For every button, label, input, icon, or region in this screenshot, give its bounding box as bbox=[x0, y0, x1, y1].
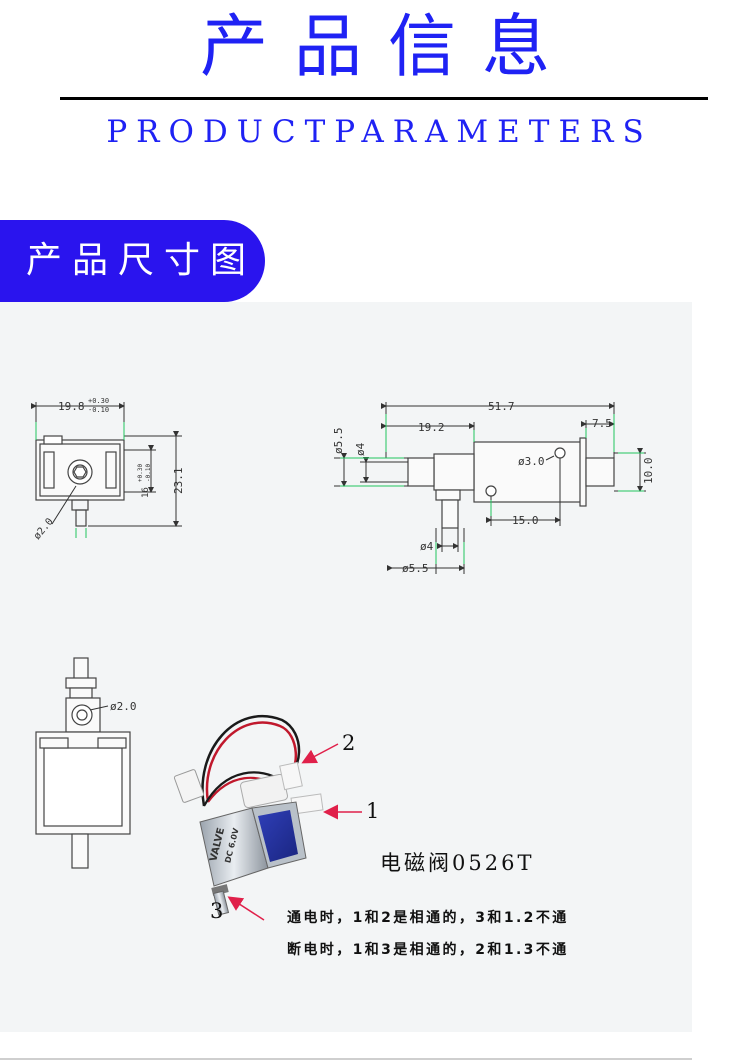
dim-width-tol-lower: -0.10 bbox=[88, 406, 109, 414]
dim-port-outer-dia: ø5.5 bbox=[332, 428, 345, 455]
page-title: 产品信息 bbox=[199, 8, 576, 87]
dim-bottom-port-outer: ø5.5 bbox=[402, 562, 429, 575]
dim-length-port: 19.2 bbox=[418, 421, 445, 434]
dim-port-dia-bottom: ø2.0 bbox=[110, 700, 137, 713]
valve-photo: VALVE DC 6.0V bbox=[173, 714, 324, 916]
dim-bottom-port-inner: ø4 bbox=[420, 540, 434, 553]
title-divider bbox=[60, 97, 708, 100]
dim-height-total: 23.1 bbox=[172, 468, 185, 495]
section-tab bbox=[0, 220, 265, 302]
dim-hole-spacing: 15.0 bbox=[512, 514, 539, 527]
dim-inner-tol-lower: -0.10 bbox=[145, 464, 152, 482]
product-name: 电磁阀0526T bbox=[380, 851, 534, 875]
diagram-panel bbox=[0, 302, 692, 1032]
port-1-label: 1 bbox=[366, 799, 379, 823]
port-arrows bbox=[227, 743, 362, 921]
dimension-drawing: 19.8 +0.30 -0.10 16 +0.30 -0.10 23.1 ø2.… bbox=[31, 397, 655, 958]
bottom-view bbox=[35, 657, 131, 869]
port-3-label: 3 bbox=[210, 899, 223, 923]
dim-inner-tol-upper: +0.30 bbox=[137, 464, 144, 482]
section-tab-label: 产品尺寸图 bbox=[26, 240, 257, 281]
dim-inner-width: 16 bbox=[141, 487, 151, 498]
side-view bbox=[407, 437, 615, 529]
dim-port-inner-dia: ø4 bbox=[354, 442, 367, 456]
bottom-divider bbox=[0, 1058, 692, 1060]
dim-length-total: 51.7 bbox=[488, 400, 515, 413]
front-view bbox=[35, 435, 125, 527]
note-unpowered: 断电时，1和3是相通的，2和1.3不通 bbox=[287, 941, 569, 958]
page-subtitle: PRODUCTPARAMETERS bbox=[106, 114, 653, 150]
port-2-label: 2 bbox=[342, 731, 355, 755]
dim-width-tol-upper: +0.30 bbox=[88, 397, 109, 405]
dim-height-side: 10.0 bbox=[642, 458, 655, 485]
dim-length-end: 7.5 bbox=[592, 417, 612, 430]
dim-hole-dia: ø3.0 bbox=[518, 455, 545, 468]
note-powered: 通电时，1和2是相通的，3和1.2不通 bbox=[287, 909, 569, 926]
dim-port-dia-left: ø2.0 bbox=[32, 516, 56, 542]
dim-width-main: 19.8 bbox=[58, 400, 85, 413]
